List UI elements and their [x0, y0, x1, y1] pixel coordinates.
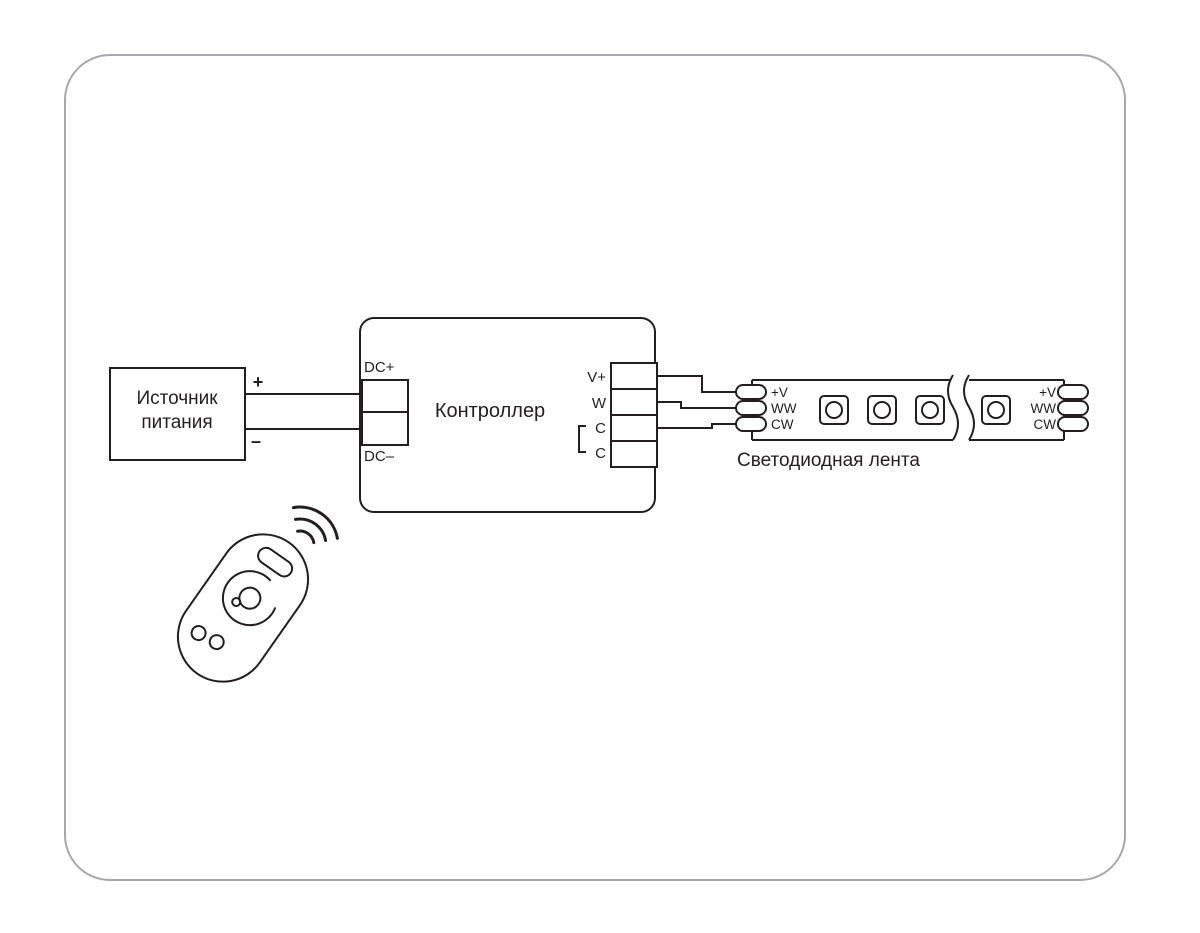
- pad-left-ww: [735, 400, 767, 416]
- remote-dial-ring: [221, 570, 277, 627]
- strip-break-wave-2: [963, 374, 975, 441]
- pad-left-cw-label: CW: [771, 417, 794, 432]
- plus-sign: +: [253, 372, 264, 392]
- led-chip-body: [915, 395, 945, 425]
- signal-wave-3: [291, 505, 339, 540]
- pin-label-w: W: [592, 395, 607, 412]
- page-frame: [64, 54, 1126, 881]
- led-chip-body: [981, 395, 1011, 425]
- led-chip-lens: [825, 401, 843, 419]
- output-terminal-c1: [610, 414, 658, 442]
- led-chip-lens: [987, 401, 1005, 419]
- pad-right-vplus-label: +V: [1039, 385, 1056, 400]
- pad-left-vplus: [735, 384, 767, 400]
- pin-label-c2: C: [595, 445, 606, 462]
- pad-left-cw: [735, 416, 767, 432]
- dc-minus-label: DC–: [364, 448, 395, 465]
- wireless-signal-icon: [291, 505, 339, 545]
- remote-body: [176, 533, 310, 683]
- led-chip-lens: [873, 401, 891, 419]
- dc-plus-label: DC+: [364, 359, 395, 376]
- led-chip: [915, 395, 945, 425]
- pad-left-ww-label: WW: [771, 401, 797, 416]
- led-chip-lens: [921, 401, 939, 419]
- signal-wave-1: [296, 529, 316, 545]
- power-source-label-line1: Источник: [136, 388, 218, 409]
- power-wires: + –: [245, 372, 363, 451]
- remote-dial-inner: [238, 586, 262, 610]
- pad-right-ww-label: WW: [1031, 401, 1057, 416]
- led-chip: [867, 395, 897, 425]
- output-terminal-vplus: [610, 362, 658, 390]
- power-source-box: [109, 367, 246, 461]
- remote-dial-dot: [231, 597, 242, 608]
- led-strip-label: Светодиодная лента: [737, 450, 920, 471]
- pad-left-vplus-label: +V: [771, 385, 788, 400]
- pad-right-ww: [1057, 400, 1089, 416]
- led-chip-body: [819, 395, 849, 425]
- pad-right-cw-label: CW: [1034, 417, 1057, 432]
- wire-cw: [657, 423, 737, 429]
- wire-ww: [657, 401, 737, 409]
- remote-button-2: [208, 634, 225, 651]
- led-chip: [819, 395, 849, 425]
- wire-vplus: [657, 375, 737, 393]
- output-wires: [657, 375, 737, 429]
- dc-plus-terminal: [361, 379, 409, 413]
- power-source: Источник питания: [109, 367, 246, 461]
- signal-wave-2: [294, 517, 328, 542]
- remote-control-icon: [176, 533, 310, 683]
- remote-top-button: [257, 546, 294, 578]
- led-strip: +V WW CW +V WW CW: [735, 374, 1089, 471]
- power-source-label-line2: питания: [141, 412, 212, 433]
- pad-right-vplus: [1057, 384, 1089, 400]
- controller: DC+ DC– Контроллер V+ W C C: [359, 317, 658, 513]
- pad-right-cw: [1057, 416, 1089, 432]
- dc-minus-terminal: [361, 411, 409, 446]
- pin-label-vplus: V+: [587, 369, 606, 386]
- output-terminal-c2: [610, 440, 658, 468]
- strip-break-wave-1: [947, 374, 959, 441]
- led-chip-body: [867, 395, 897, 425]
- minus-sign: –: [251, 431, 261, 451]
- pin-label-c1: C: [595, 420, 606, 437]
- led-chip: [981, 395, 1011, 425]
- output-terminal-w: [610, 388, 658, 416]
- c-pins-bracket: [578, 425, 586, 453]
- remote-button-1: [190, 625, 207, 642]
- controller-label: Контроллер: [435, 400, 545, 422]
